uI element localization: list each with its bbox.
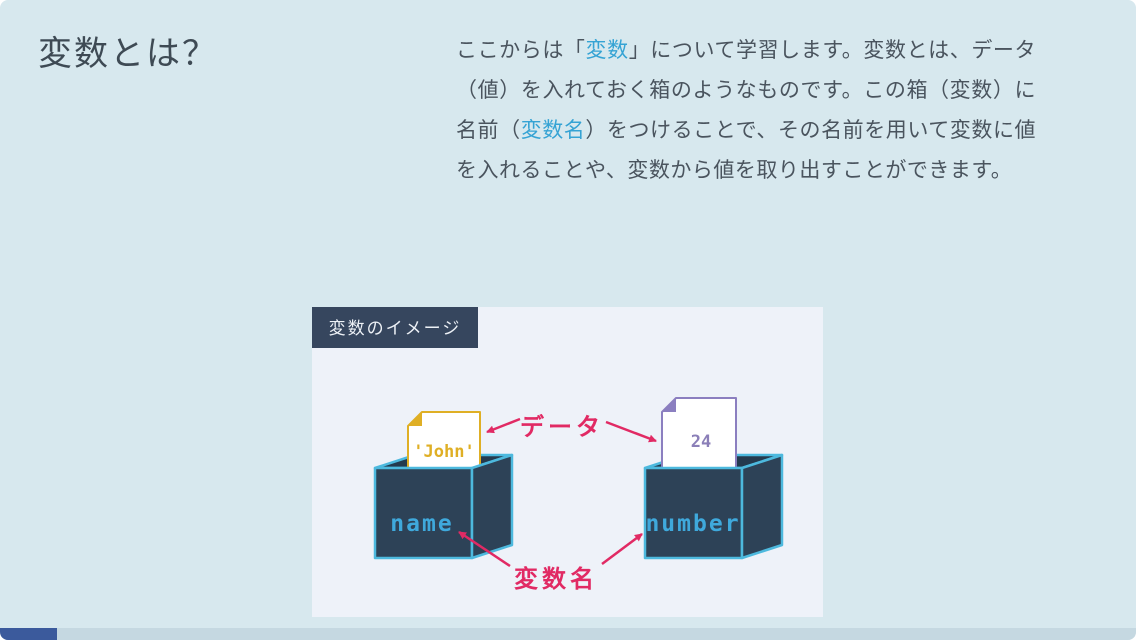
name-box-label: name (390, 511, 453, 537)
number-paper-value: 24 (691, 432, 711, 452)
name-box-side (470, 453, 514, 560)
variable-name-label: 変数名 (514, 565, 598, 593)
paragraph-text: ）をつけることで、その名前を用いて変数に値を入れることや、変数から値を取り出すこ… (456, 118, 1036, 182)
paragraph-text: 」について学習します。変数とは、データ（値）を入れておく箱のようなものです。この… (456, 38, 1036, 142)
variable-diagram-image: 変数のイメージ 'John' name 24 number データ 変数名 (312, 307, 823, 617)
data-arrow-left (486, 417, 521, 434)
number-box-side (740, 453, 784, 560)
variable-name-arrow-left (458, 530, 511, 568)
progress-bar (0, 628, 1136, 640)
progress-bar-fill (0, 628, 57, 640)
paragraph-text: ここからは「 (456, 38, 586, 62)
john-paper-value: 'John' (413, 442, 474, 462)
page-title: 変数とは？ (38, 34, 218, 74)
john-paper-fold (408, 412, 422, 426)
variable-name-arrow-right (601, 533, 643, 565)
diagram-header-box (312, 307, 478, 348)
lesson-paragraph: ここからは「変数」について学習します。変数とは、データ（値）を入れておく箱のよう… (456, 30, 1036, 190)
number-paper-fold (662, 398, 676, 412)
data-arrow-right (605, 420, 657, 443)
data-label: データ (520, 413, 604, 441)
keyword-link-variable[interactable]: 変数 (585, 38, 629, 62)
keyword-link-variable-name[interactable]: 変数名 (520, 118, 586, 142)
diagram-header-label: 変数のイメージ (329, 319, 462, 339)
variable-diagram-canvas: 変数のイメージ 'John' name 24 number データ 変数名 (312, 307, 784, 593)
name-box-front (373, 466, 474, 560)
number-box-label: number (645, 511, 740, 537)
